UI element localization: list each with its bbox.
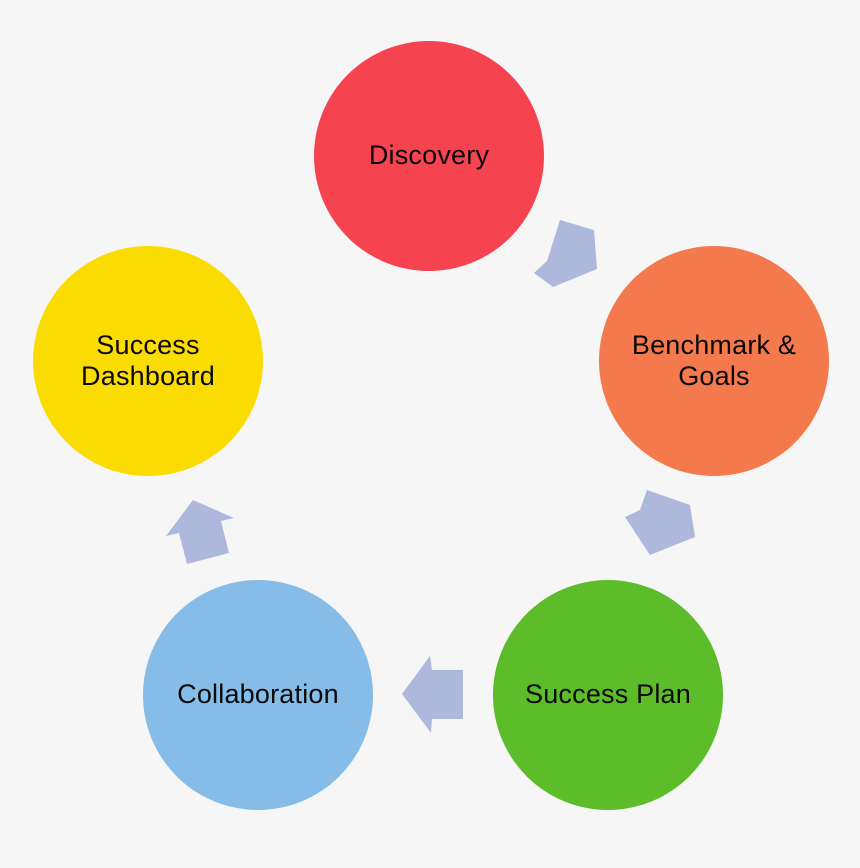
flow-arrow-discovery-to-benchmark-goals-icon (534, 220, 597, 287)
node-benchmark-goals: Benchmark & Goals (599, 246, 829, 476)
flow-arrow-collaboration-to-success-dashboard-icon (166, 500, 234, 564)
node-success-dashboard: Success Dashboard (33, 246, 263, 476)
node-discovery: Discovery (314, 41, 544, 271)
node-collaboration: Collaboration (143, 580, 373, 810)
node-success-plan: Success Plan (493, 580, 723, 810)
node-success-dashboard-label: Success Dashboard (81, 329, 215, 391)
node-success-plan-label: Success Plan (525, 679, 691, 710)
node-benchmark-goals-label: Benchmark & Goals (631, 329, 797, 391)
node-discovery-label: Discovery (368, 140, 490, 171)
flow-arrow-benchmark-goals-to-success-plan-icon (625, 490, 695, 555)
flow-arrow-success-plan-to-collaboration-icon (402, 656, 463, 733)
node-collaboration-label: Collaboration (177, 679, 339, 710)
